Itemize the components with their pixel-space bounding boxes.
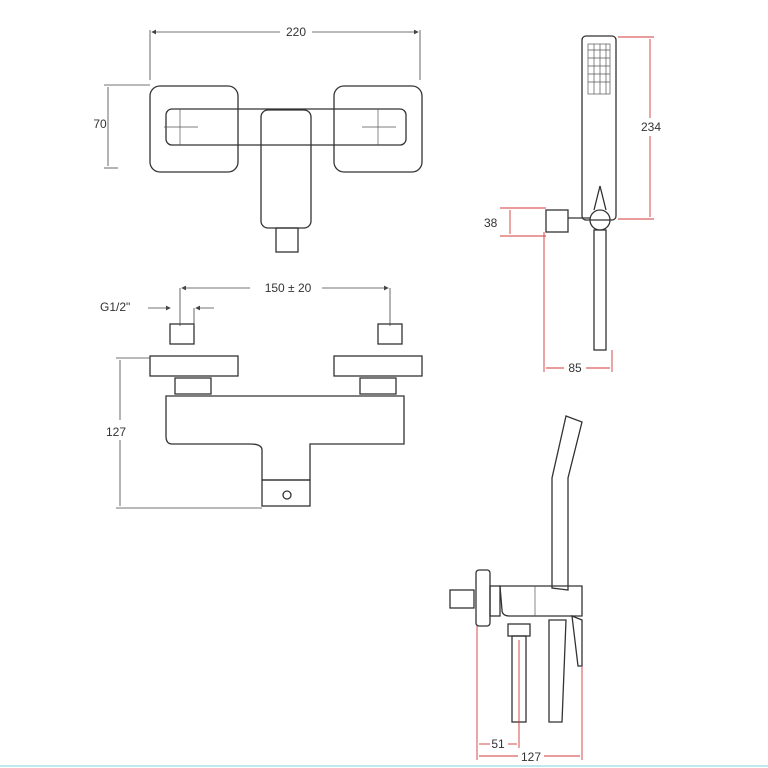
dim-label-127-front: 127 <box>106 425 126 439</box>
dim-label-150: 150 ± 20 <box>265 281 312 295</box>
dim-label-38: 38 <box>484 216 498 230</box>
dim-label-127-side: 127 <box>521 750 541 764</box>
dim-label-85: 85 <box>568 361 582 375</box>
thread-label: G1/2" <box>100 300 130 314</box>
top-view <box>149 85 423 253</box>
front-view <box>149 323 423 507</box>
dim-label-51: 51 <box>491 737 505 751</box>
dim-side: 51 127 <box>476 626 583 764</box>
dim-150: 150 ± 20 G1/2" 127 <box>100 281 391 509</box>
dim-label-234: 234 <box>641 120 661 134</box>
side-view <box>449 415 583 723</box>
dim-handshower: 234 38 85 <box>484 36 661 375</box>
dim-label-220: 220 <box>286 25 306 39</box>
handshower-view <box>545 35 617 351</box>
dim-label-70: 70 <box>93 117 107 131</box>
dim-220: 220 70 <box>93 25 421 169</box>
